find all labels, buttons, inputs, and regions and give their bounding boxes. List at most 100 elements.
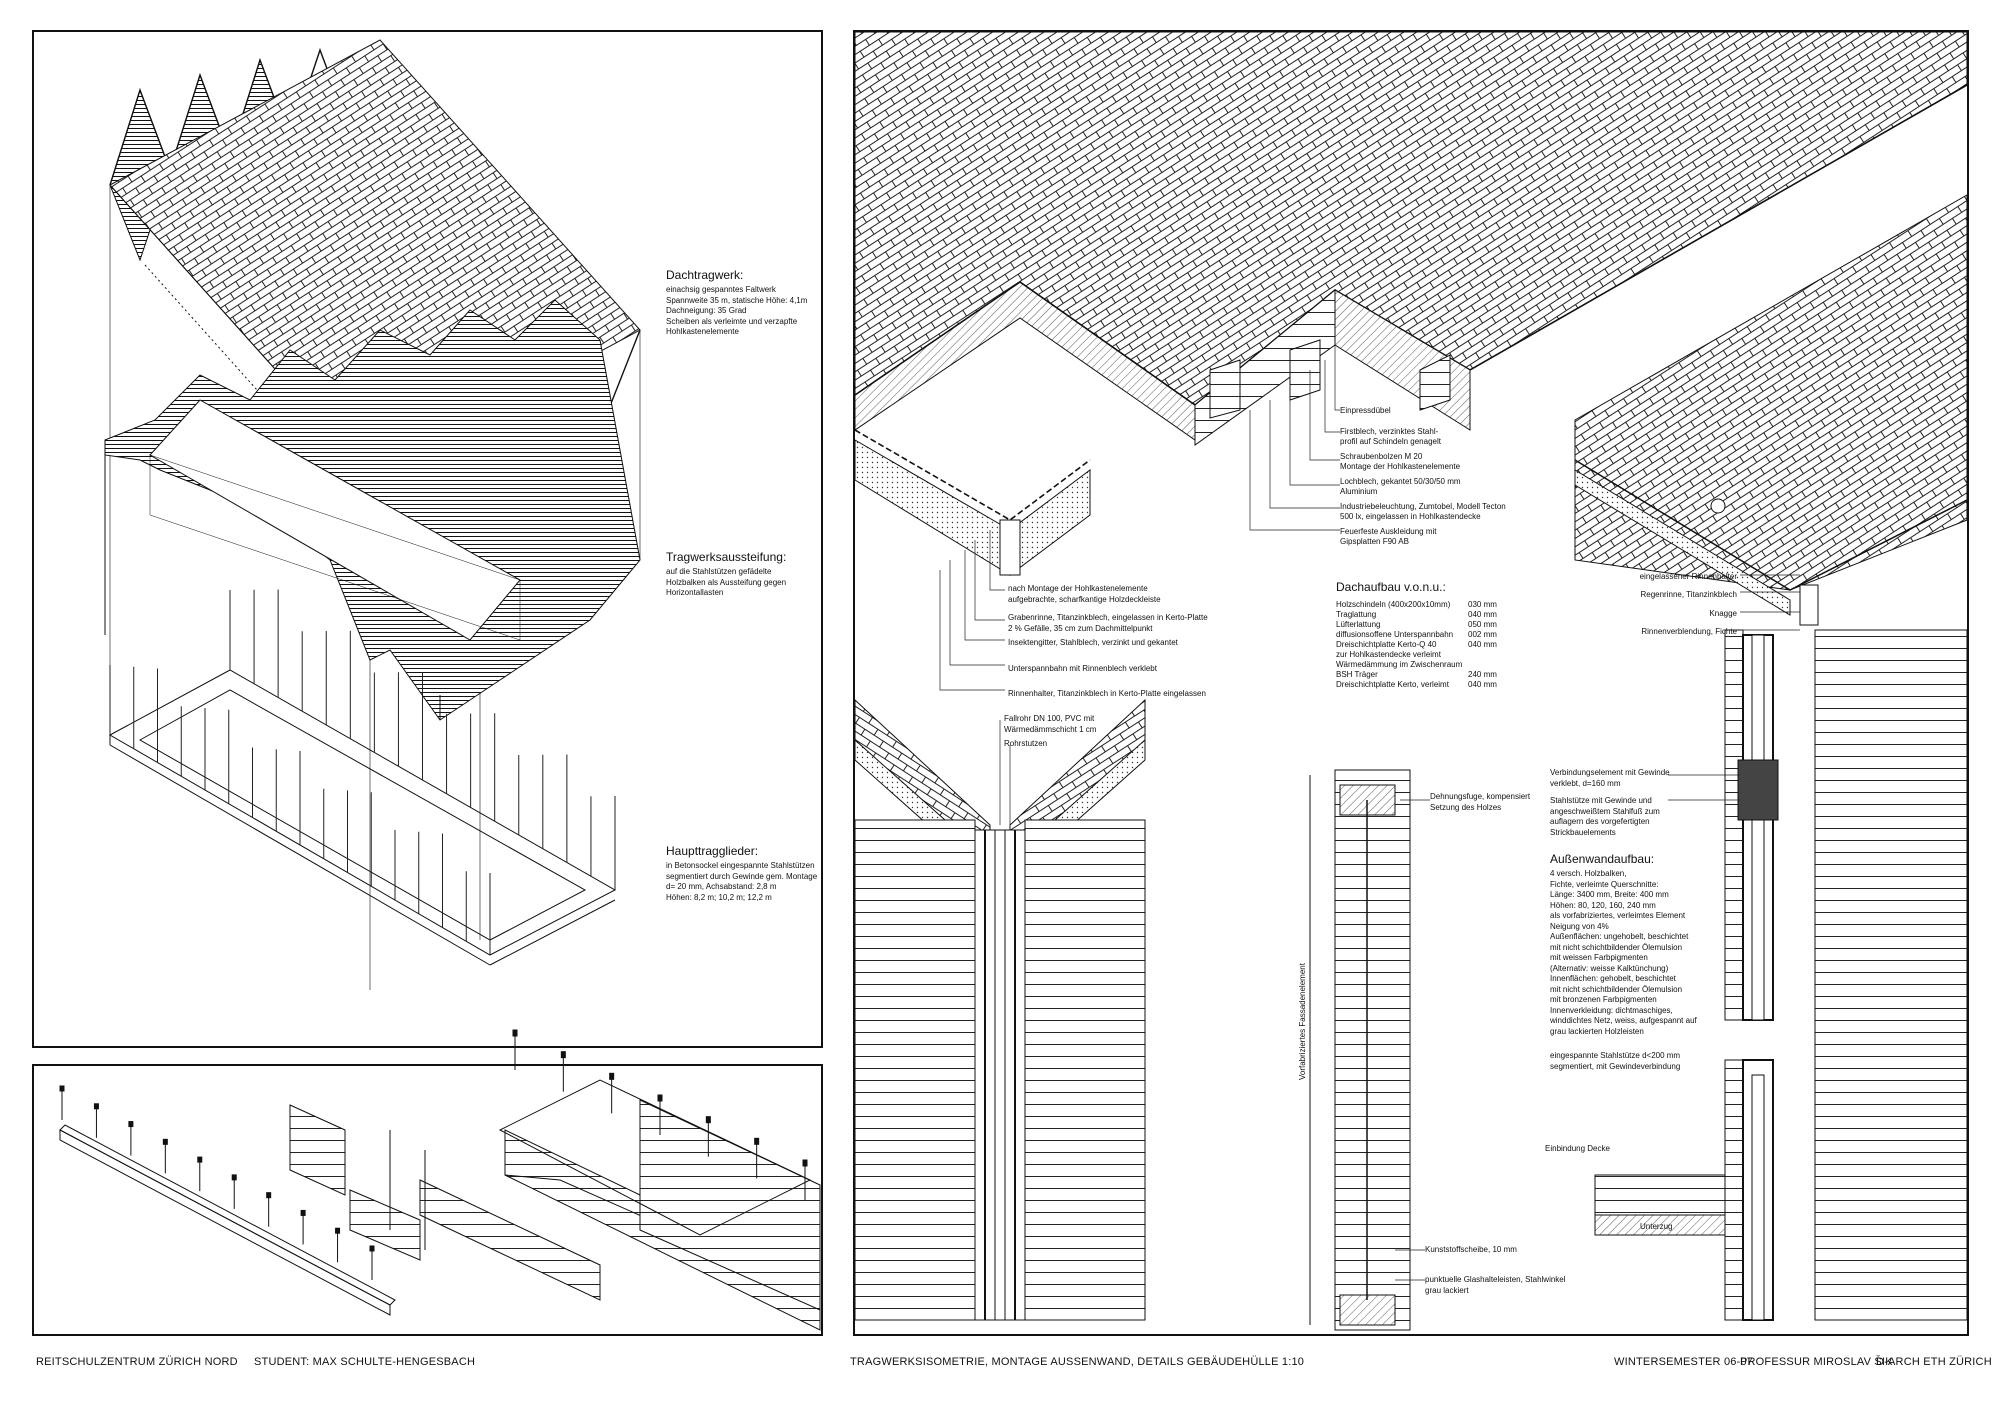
stage-1-columns xyxy=(59,1085,375,1280)
label-feuerfeste-auskleidung: Feuerfeste Auskleidung mit xyxy=(1340,526,1437,536)
note-line: einachsig gespanntes Faltwerk xyxy=(666,285,776,294)
column-cap xyxy=(369,1245,375,1252)
assembly-stage-1 xyxy=(59,1124,396,1316)
footer-semester: WINTERSEMESTER 06-07 xyxy=(1614,1356,1754,1368)
column-cap xyxy=(128,1121,134,1128)
label-schraubenbolzen: Schraubenbolzen M 20 xyxy=(1340,451,1423,461)
note-haupttragglieder-title: Haupttragglieder: xyxy=(666,844,759,858)
note-aussteifung-title: Tragwerksaussteifung: xyxy=(666,550,787,564)
label-einpressduebel: Einpressdübel xyxy=(1340,406,1391,415)
label-knagge: Knagge xyxy=(1709,609,1737,618)
note-line: d= 20 mm, Achsabstand: 2,8 m xyxy=(666,882,777,891)
label-rinnenhalter: Rinnenhalter, Titanzinkblech in Kerto-Pl… xyxy=(1008,689,1206,698)
assembly-stage-3 xyxy=(498,1079,821,1331)
isometry-panel xyxy=(32,30,823,1048)
label-fassadenelement: Vorfabriziertes Fassadenelement xyxy=(1298,963,1307,1080)
column-cap xyxy=(59,1085,65,1092)
label-schraubenbolzen: Montage der Hohlkastenelemente xyxy=(1340,462,1461,471)
assembly-panel xyxy=(32,1064,823,1336)
gable-wall-right xyxy=(1574,194,1968,626)
stage-3-columns xyxy=(512,1029,808,1200)
label-holzdeckleiste: nach Montage der Hohlkastenelemente xyxy=(1008,584,1148,593)
label-rohrstutzen: Rohrstutzen xyxy=(1004,739,1048,748)
label-firstblech: profil auf Schindeln genagelt xyxy=(1340,437,1441,446)
footer-title: TRAGWERKSISOMETRIE, MONTAGE AUSSENWAND, … xyxy=(850,1356,1305,1368)
column-cap xyxy=(609,1072,615,1080)
label-feuerfeste-auskleidung: Gipsplatten F90 AB xyxy=(1340,537,1409,546)
label-verbindungselement: Verbindungselement mit Gewinde xyxy=(1550,768,1670,777)
column-cap xyxy=(754,1137,760,1145)
note-haupttragglieder: Haupttragglieder: in Betonsockel eingesp… xyxy=(666,844,817,903)
bracing-walls-isometry xyxy=(104,299,641,721)
column-cap xyxy=(231,1174,237,1181)
label-dehnungsfuge: Dehnungsfuge, kompensiert Setzung des Ho… xyxy=(1430,792,1531,812)
aussenwand-notes: Außenwandaufbau: 4 versch. Holzbalken, F… xyxy=(1550,852,1697,1071)
column-cap xyxy=(162,1138,168,1145)
dachaufbau-table: Dachaufbau v.o.n.u.: Holzschindeln (400x… xyxy=(1336,580,1497,690)
label-verbindungselement: verklebt, d=160 mm xyxy=(1550,778,1621,788)
note-line: segmentiert durch Gewinde gem. Montage xyxy=(666,871,818,881)
aussenwand-title: Außenwandaufbau: xyxy=(1550,852,1655,866)
column-cap xyxy=(657,1094,663,1102)
downpipe-section xyxy=(854,698,1146,1321)
leader-lines xyxy=(939,345,1800,1281)
footer-professor: PROFESSUR MIROSLAV ŠIK xyxy=(1740,1356,1893,1368)
columns-isometry xyxy=(108,669,617,966)
eave-labels: eingelassener Rinnenhalter Regenrinne, T… xyxy=(1547,572,1737,637)
column-cap xyxy=(266,1192,272,1199)
label-fallrohr: Fallrohr DN 100, PVC mit xyxy=(1004,714,1095,723)
facade-element-section xyxy=(1309,769,1411,1331)
downpipe-labels: Fallrohr DN 100, PVC mit Wärmedämmschich… xyxy=(1004,714,1096,750)
column-cap xyxy=(560,1051,566,1059)
column-cap xyxy=(335,1227,341,1234)
note-tragwerksaussteifung: Tragwerksaussteifung: auf die Stahlstütz… xyxy=(666,550,786,599)
label-kunststoffscheibe: Kunststoffscheibe, 10 mm xyxy=(1425,1245,1517,1254)
footer-school: D-ARCH ETH ZÜRICH xyxy=(1876,1356,1992,1368)
valley-labels: nach Montage der Hohlkastenelemente aufg… xyxy=(1008,584,1208,700)
assembly-stage-2 xyxy=(289,1104,601,1301)
note-dachtragwerk: Dachtragwerk: einachsig gespanntes Faltw… xyxy=(666,268,807,338)
note-line: auf die Stahlstützen gefädelte xyxy=(666,567,772,576)
dachaufbau-title: Dachaufbau v.o.n.u.: xyxy=(1336,580,1446,594)
label-fallrohr: Wärmedämmschicht 1 cm xyxy=(1004,724,1097,734)
wall-logs-right xyxy=(1594,629,1968,1321)
table-row: Holzschindeln (400x200x10mm)030 mm xyxy=(1336,600,1497,609)
label-lochblech: Lochblech, gekantet 50/30/50 mm xyxy=(1340,476,1461,486)
note-line: Hohlkastenelemente xyxy=(666,327,739,336)
note-line: Höhen: 8,2 m; 10,2 m; 12,2 m xyxy=(666,892,772,902)
valley-section xyxy=(854,339,1451,576)
note-line: Holzbalken als Aussteifung gegen xyxy=(666,577,787,587)
label-lochblech: Aluminium xyxy=(1340,487,1378,496)
label-stahlstuetze: Stahlstütze mit Gewinde und xyxy=(1550,796,1652,805)
detail-panel xyxy=(853,30,1969,1336)
column-cap xyxy=(512,1029,518,1037)
label-grabenrinne: 2 % Gefälle, 35 cm zum Dachmittelpunkt xyxy=(1008,623,1153,633)
label-rinnenhalter-eave: eingelassener Rinnenhalter xyxy=(1639,572,1737,581)
label-industriebeleuchtung: Industriebeleuchtung, Zumtobel, Modell T… xyxy=(1340,501,1506,511)
label-regenrinne: Regenrinne, Titanzinkblech xyxy=(1640,589,1737,599)
label-rinnenverblendung: Rinnenverblendung, Fichte xyxy=(1641,626,1737,636)
label-insektengitter: Insektengitter, Stahlblech, verzinkt und… xyxy=(1008,638,1178,647)
label-stahlstuetze: Strickbauelements xyxy=(1550,827,1616,837)
label-stahlstuetze: auflagern des vorgefertigten xyxy=(1550,817,1650,826)
column-cap xyxy=(300,1209,306,1216)
label-firstblech: Firstblech, verzinktes Stahl- xyxy=(1340,426,1439,436)
column-cap xyxy=(705,1116,711,1124)
label-holzdeckleiste: aufgebrachte, scharfkantige Holzdeckleis… xyxy=(1008,594,1161,604)
label-industriebeleuchtung: 500 lx, eingelassen in Hohlkastendecke xyxy=(1340,512,1481,521)
column-cap xyxy=(93,1103,99,1110)
label-glashalteleisten: punktuelle Glashalteleisten, Stahlwinkel… xyxy=(1425,1275,1566,1295)
note-dachtragwerk-title: Dachtragwerk: xyxy=(666,268,744,282)
column-lines xyxy=(109,589,616,955)
table-row: Wärmedämmung im Zwischenraum xyxy=(1336,660,1463,669)
note-line: Spannweite 35 m, statische Höhe: 4,1m xyxy=(666,295,808,305)
column-cap xyxy=(197,1156,203,1163)
label-unterspannbahn: Unterspannbahn mit Rinnenblech verklebt xyxy=(1008,663,1157,673)
